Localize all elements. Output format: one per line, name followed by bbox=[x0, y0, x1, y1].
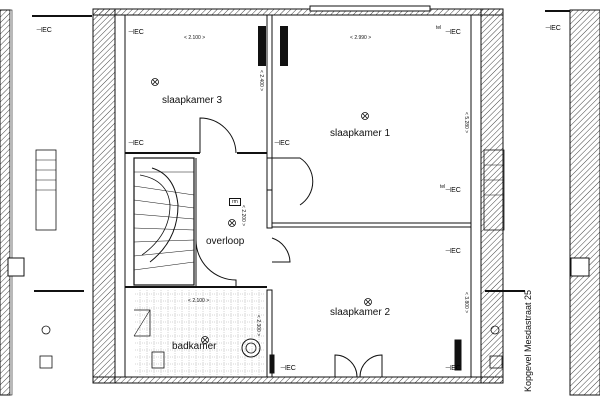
outlet-symbols: ⊣EC ⊣EC ⊣EC ⊣EC ⊣EC ⊣EC ⊣EC ⊣EC bbox=[128, 29, 461, 372]
left-neighbour: ⊣EC bbox=[0, 9, 92, 396]
tel-tag-mid: tel bbox=[440, 184, 446, 190]
tel-tag-top: tel bbox=[436, 25, 442, 31]
room-label-badkamer: badkamer bbox=[172, 341, 217, 352]
room-label-slaapkamer-1: slaapkamer 1 bbox=[330, 128, 391, 139]
svg-text:⊣EC: ⊣EC bbox=[445, 248, 461, 255]
dimension-top-left: < 2.100 > bbox=[184, 35, 206, 41]
bathroom-fixtures bbox=[133, 290, 264, 375]
light-fixtures bbox=[151, 78, 372, 344]
room-label-slaapkamer-3: slaapkamer 3 bbox=[162, 95, 223, 106]
doors bbox=[195, 117, 462, 378]
svg-text:⊣EC: ⊣EC bbox=[274, 140, 290, 147]
dimension-bath-width: < 2.100 > bbox=[188, 298, 210, 304]
right-neighbour: ⊣EC bbox=[483, 9, 600, 396]
side-label: Kopgevel Mesdastraat 25 bbox=[523, 289, 533, 392]
svg-text:⊣EC: ⊣EC bbox=[445, 365, 461, 372]
rm-tag: rm bbox=[229, 198, 241, 206]
dimension-overloop-height: < 2.200 > bbox=[240, 205, 246, 227]
room-label-overloop: overloop bbox=[206, 236, 245, 247]
svg-text:⊣EC: ⊣EC bbox=[445, 187, 461, 194]
dimension-bedroom2-height: < 3.800 > bbox=[463, 292, 469, 314]
svg-text:⊣EC: ⊣EC bbox=[445, 29, 461, 36]
dimension-left-height: < 2.400 > bbox=[258, 70, 264, 92]
svg-text:⊣EC: ⊣EC bbox=[280, 365, 296, 372]
dimension-right-height: < 5.280 > bbox=[463, 112, 469, 134]
staircase bbox=[133, 157, 195, 286]
room-label-slaapkamer-2: slaapkamer 2 bbox=[330, 307, 391, 318]
dimension-top-right: < 2.990 > bbox=[350, 35, 372, 41]
svg-text:⊣EC: ⊣EC bbox=[128, 140, 144, 147]
partition-walls bbox=[125, 14, 472, 378]
svg-text:⊣EC: ⊣EC bbox=[545, 25, 561, 32]
dimension-bath-height: < 2.300 > bbox=[255, 315, 261, 337]
svg-text:⊣EC: ⊣EC bbox=[128, 29, 144, 36]
svg-text:⊣EC: ⊣EC bbox=[36, 27, 52, 34]
outer-walls bbox=[92, 5, 504, 384]
